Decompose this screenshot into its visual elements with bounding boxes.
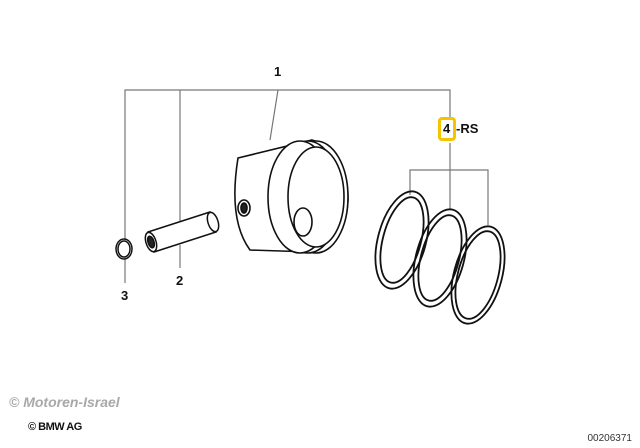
circlip bbox=[115, 238, 133, 260]
watermark: © Motoren-Israel bbox=[9, 394, 120, 410]
piston-rings bbox=[374, 190, 506, 325]
callout-4[interactable]: 4 bbox=[443, 121, 451, 136]
callout-3[interactable]: 3 bbox=[121, 288, 129, 303]
diagram-code: 00206371 bbox=[587, 433, 633, 444]
callout-1[interactable]: 1 bbox=[274, 64, 282, 79]
callout-2[interactable]: 2 bbox=[176, 273, 184, 288]
piston-pin bbox=[144, 211, 220, 253]
copyright: © BMW AG bbox=[28, 421, 82, 433]
leader-lines bbox=[124, 89, 489, 283]
callout-4-suffix: -RS bbox=[456, 121, 479, 136]
piston bbox=[234, 139, 349, 254]
highlight-box bbox=[438, 117, 456, 141]
